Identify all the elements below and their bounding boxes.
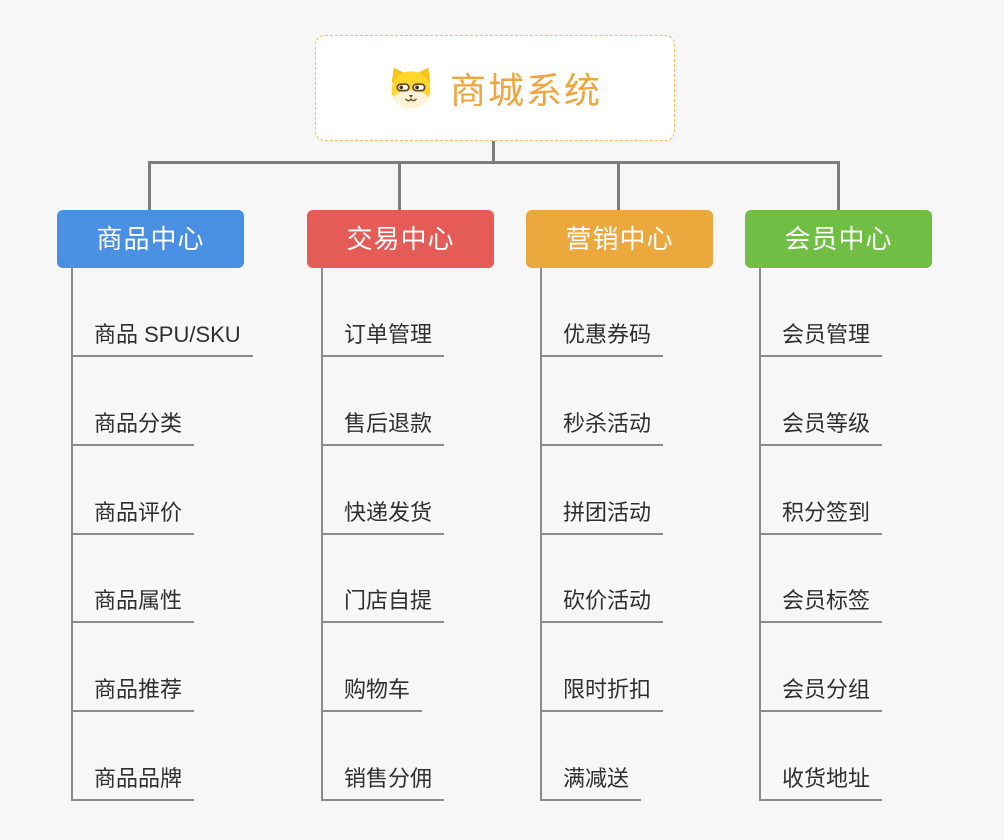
leaf-node[interactable]: 商品属性 (71, 585, 195, 623)
dog-face-icon (391, 67, 431, 109)
leaf-node[interactable]: 商品分类 (71, 408, 195, 446)
leaf-node[interactable]: 订单管理 (321, 319, 445, 357)
leaf-node[interactable]: 快递发货 (321, 497, 445, 535)
leaf-node[interactable]: 会员分组 (759, 674, 883, 712)
branch-node-member-center[interactable]: 会员中心 (745, 210, 932, 268)
connector-drop-trade (398, 161, 401, 210)
leaf-node[interactable]: 满减送 (540, 763, 642, 801)
leaf-node[interactable]: 限时折扣 (540, 674, 664, 712)
leaf-node[interactable]: 会员标签 (759, 585, 883, 623)
leaf-node[interactable]: 秒杀活动 (540, 408, 664, 446)
leaf-node[interactable]: 商品 SPU/SKU (71, 319, 253, 357)
root-title: 商城系统 (449, 70, 602, 111)
connector-horizontal-bar (148, 161, 840, 164)
branch-node-product-center[interactable]: 商品中心 (57, 210, 244, 268)
leaf-node[interactable]: 销售分佣 (321, 763, 445, 801)
leaf-node[interactable]: 商品评价 (71, 497, 195, 535)
branch-member-center: 会员中心 会员管理 会员等级 积分签到 会员标签 会员分组 收货地址 (745, 210, 932, 810)
connector-drop-member (837, 161, 840, 210)
leaf-node[interactable]: 收货地址 (759, 763, 883, 801)
branch-marketing-center: 营销中心 优惠券码 秒杀活动 拼团活动 砍价活动 限时折扣 满减送 (526, 210, 713, 810)
leaf-node[interactable]: 会员管理 (759, 319, 883, 357)
leaf-node[interactable]: 拼团活动 (540, 497, 664, 535)
leaf-node[interactable]: 售后退款 (321, 408, 445, 446)
leaf-node[interactable]: 砍价活动 (540, 585, 664, 623)
branch-node-marketing-center[interactable]: 营销中心 (526, 210, 713, 268)
leaf-node[interactable]: 购物车 (321, 674, 423, 712)
connector-drop-marketing (617, 161, 620, 210)
root-node[interactable]: 商城系统 (315, 35, 675, 141)
leaf-node[interactable]: 商品品牌 (71, 763, 195, 801)
leaf-node[interactable]: 门店自提 (321, 585, 445, 623)
branch-node-trade-center[interactable]: 交易中心 (307, 210, 494, 268)
connector-trunk (492, 141, 495, 163)
connector-drop-product (148, 161, 151, 210)
leaf-node[interactable]: 商品推荐 (71, 674, 195, 712)
branch-trade-center: 交易中心 订单管理 售后退款 快递发货 门店自提 购物车 销售分佣 (307, 210, 494, 810)
branch-product-center: 商品中心 商品 SPU/SKU 商品分类 商品评价 商品属性 商品推荐 商品品牌 (57, 210, 253, 810)
leaf-node[interactable]: 会员等级 (759, 408, 883, 446)
leaf-node[interactable]: 积分签到 (759, 497, 883, 535)
leaf-node[interactable]: 优惠券码 (540, 319, 664, 357)
